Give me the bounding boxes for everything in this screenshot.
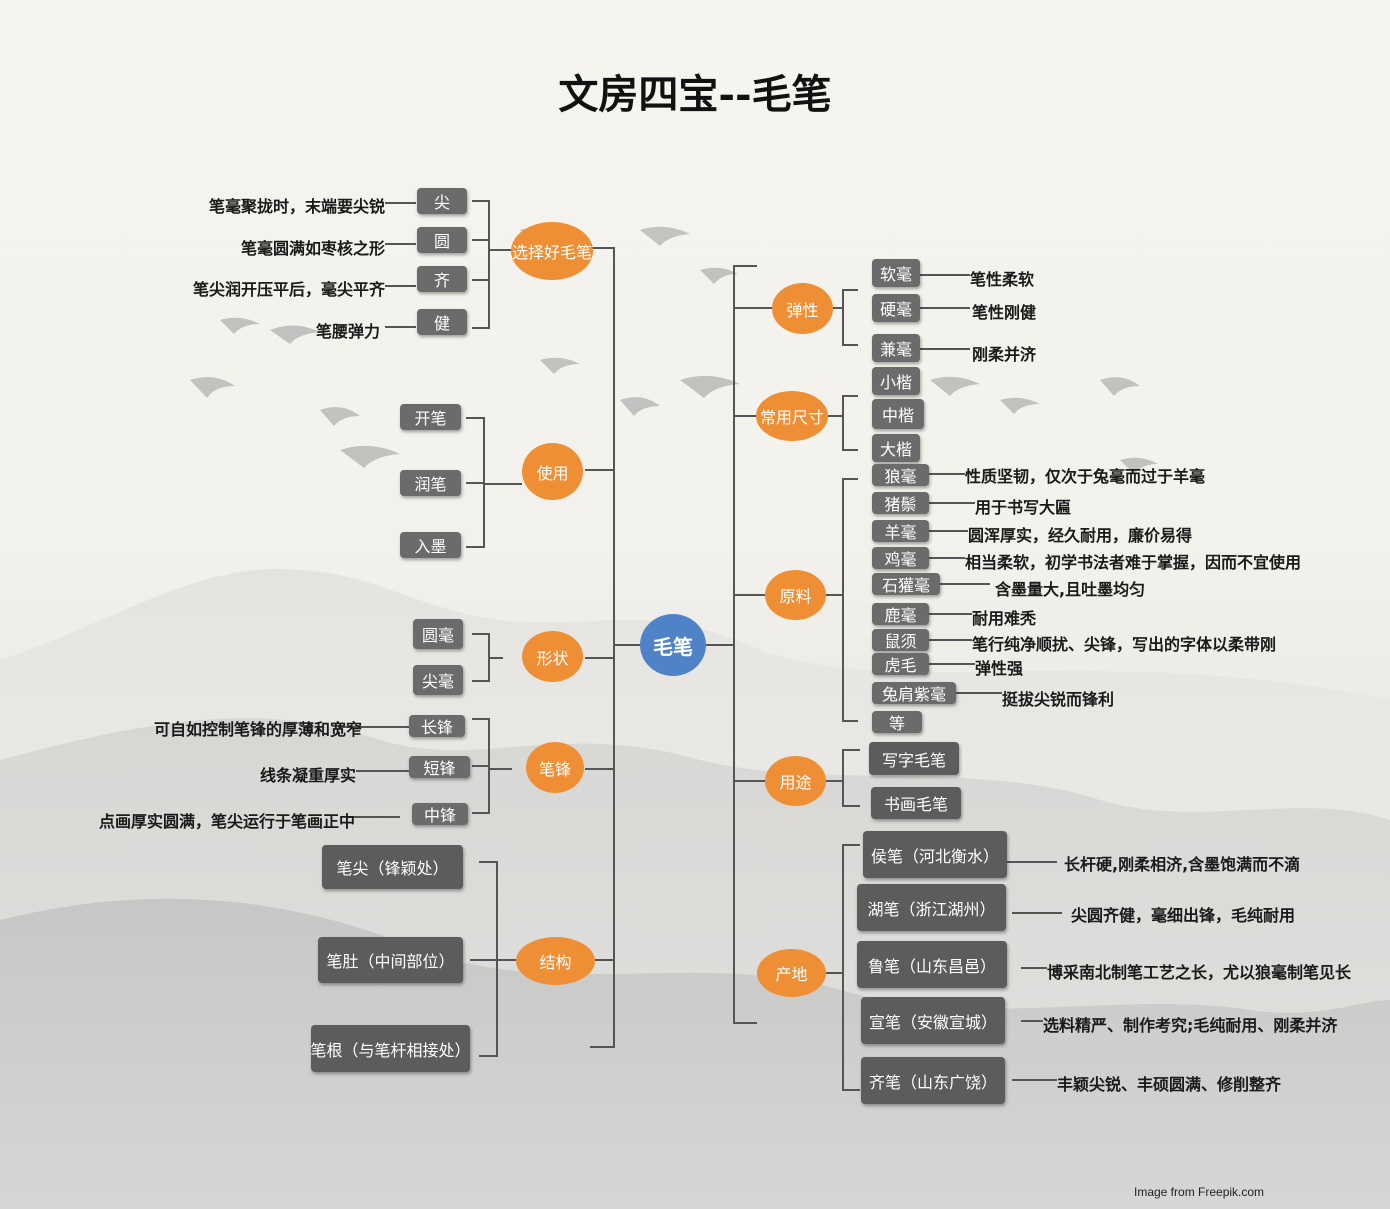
branch-tip[interactable]: 笔锋 bbox=[526, 742, 584, 793]
material-item-0[interactable]: 狼毫 bbox=[872, 464, 929, 486]
branch-origin[interactable]: 产地 bbox=[757, 949, 826, 997]
shape-item-1[interactable]: 尖毫 bbox=[413, 665, 463, 695]
tip-desc-1: 线条凝重厚实 bbox=[259, 766, 356, 785]
structure-item-2[interactable]: 笔根（与笔杆相接处） bbox=[311, 1025, 471, 1072]
material-item-6[interactable]: 鼠须 bbox=[872, 629, 929, 651]
origin-item-0[interactable]: 侯笔（河北衡水） bbox=[863, 831, 1007, 878]
origin-item-4[interactable]: 齐笔（山东广饶） bbox=[861, 1057, 1005, 1104]
branch-shape[interactable]: 形状 bbox=[522, 631, 583, 682]
branch-size[interactable]: 常用尺寸 bbox=[756, 391, 828, 441]
purpose-item-0[interactable]: 写字毛笔 bbox=[869, 742, 959, 775]
choose-item-qi[interactable]: 齐 bbox=[417, 266, 467, 292]
elastic-item-0[interactable]: 软毫 bbox=[872, 259, 920, 287]
elastic-item-1[interactable]: 硬毫 bbox=[872, 294, 920, 322]
material-item-3[interactable]: 鸡毫 bbox=[872, 547, 929, 569]
origin-desc-2: 博采南北制笔工艺之长，尤以狼毫制笔见长 bbox=[1047, 963, 1352, 982]
origin-desc-0: 长杆硬,刚柔相济,含墨饱满而不滴 bbox=[1064, 855, 1301, 874]
elastic-item-2[interactable]: 兼毫 bbox=[872, 334, 920, 362]
choose-item-jian2[interactable]: 健 bbox=[417, 309, 467, 335]
page-title: 文房四宝--毛笔 bbox=[558, 71, 832, 118]
origin-item-3[interactable]: 宣笔（安徽宣城） bbox=[861, 997, 1005, 1044]
material-desc-7: 弹性强 bbox=[975, 659, 1024, 678]
material-item-7[interactable]: 虎毛 bbox=[872, 653, 929, 675]
use-item-0[interactable]: 开笔 bbox=[400, 404, 461, 430]
structure-item-1[interactable]: 笔肚（中间部位） bbox=[318, 937, 463, 983]
material-item-8[interactable]: 兔肩紫毫 bbox=[872, 682, 956, 704]
origin-desc-3: 选料精严、制作考究;毛纯耐用、刚柔并济 bbox=[1043, 1016, 1338, 1035]
tip-desc-0: 可自如控制笔锋的厚薄和宽窄 bbox=[153, 720, 362, 739]
material-desc-5: 耐用难秃 bbox=[972, 609, 1037, 628]
material-item-4[interactable]: 石獾毫 bbox=[872, 573, 940, 595]
material-desc-8: 挺拔尖锐而锋利 bbox=[1002, 690, 1115, 709]
origin-item-1[interactable]: 湖笔（浙江湖州） bbox=[857, 884, 1006, 931]
material-item-1[interactable]: 猪鬃 bbox=[872, 492, 929, 514]
tip-item-1[interactable]: 短锋 bbox=[409, 756, 470, 778]
branch-purpose[interactable]: 用途 bbox=[765, 756, 826, 806]
choose-desc-0: 笔毫聚拢时，末端要尖锐 bbox=[208, 197, 385, 216]
purpose-item-1[interactable]: 书画毛笔 bbox=[871, 787, 961, 819]
tip-item-0[interactable]: 长锋 bbox=[409, 715, 465, 737]
size-item-1[interactable]: 中楷 bbox=[872, 399, 924, 429]
material-desc-2: 圆浑厚实，经久耐用，廉价易得 bbox=[968, 526, 1193, 545]
choose-desc-2: 笔尖润开压平后，毫尖平齐 bbox=[192, 280, 385, 299]
material-desc-4: 含墨量大,且吐墨均匀 bbox=[995, 580, 1146, 599]
image-credit: Image from Freepik.com bbox=[1134, 1185, 1265, 1199]
structure-item-0[interactable]: 笔尖（锋颖处） bbox=[322, 845, 463, 889]
material-desc-0: 性质坚韧，仅次于兔毫而过于羊毫 bbox=[965, 467, 1206, 486]
use-item-2[interactable]: 入墨 bbox=[400, 532, 461, 558]
choose-desc-1: 笔毫圆满如枣核之形 bbox=[240, 239, 385, 258]
material-desc-6: 笔行纯净顺扰、尖锋，写出的字体以柔带刚 bbox=[972, 635, 1277, 654]
branch-elastic[interactable]: 弹性 bbox=[772, 283, 833, 334]
size-item-0[interactable]: 小楷 bbox=[872, 367, 920, 395]
branch-use[interactable]: 使用 bbox=[522, 443, 583, 500]
branch-material[interactable]: 原料 bbox=[765, 570, 826, 620]
branch-structure[interactable]: 结构 bbox=[516, 937, 595, 985]
origin-desc-4: 丰颖尖锐、丰硕圆满、修削整齐 bbox=[1057, 1075, 1282, 1094]
elastic-desc-2: 刚柔并济 bbox=[972, 345, 1037, 364]
size-item-2[interactable]: 大楷 bbox=[872, 434, 920, 462]
elastic-desc-1: 笔性刚健 bbox=[972, 303, 1037, 322]
origin-desc-1: 尖圆齐健，毫细出锋，毛纯耐用 bbox=[1071, 906, 1296, 925]
shape-item-0[interactable]: 圆毫 bbox=[413, 619, 463, 649]
material-desc-1: 用于书写大匾 bbox=[975, 498, 1072, 517]
use-item-1[interactable]: 润笔 bbox=[400, 470, 461, 496]
material-item-9[interactable]: 等 bbox=[872, 711, 922, 733]
material-desc-3: 相当柔软，初学书法者难于掌握，因而不宜使用 bbox=[965, 553, 1302, 572]
root-node[interactable]: 毛笔 bbox=[640, 614, 706, 676]
choose-desc-3: 笔腰弹力 bbox=[315, 322, 380, 341]
origin-item-2[interactable]: 鲁笔（山东昌邑） bbox=[857, 941, 1007, 988]
branch-choose[interactable]: 选择好毛笔 bbox=[511, 222, 593, 280]
choose-item-yuan[interactable]: 圆 bbox=[417, 227, 467, 253]
choose-item-jian[interactable]: 尖 bbox=[417, 188, 467, 214]
tip-item-2[interactable]: 中锋 bbox=[412, 803, 468, 825]
tip-desc-2: 点画厚实圆满，笔尖运行于笔画正中 bbox=[98, 812, 355, 831]
material-item-5[interactable]: 鹿毫 bbox=[872, 603, 929, 625]
elastic-desc-0: 笔性柔软 bbox=[970, 270, 1035, 289]
material-item-2[interactable]: 羊毫 bbox=[872, 520, 929, 542]
